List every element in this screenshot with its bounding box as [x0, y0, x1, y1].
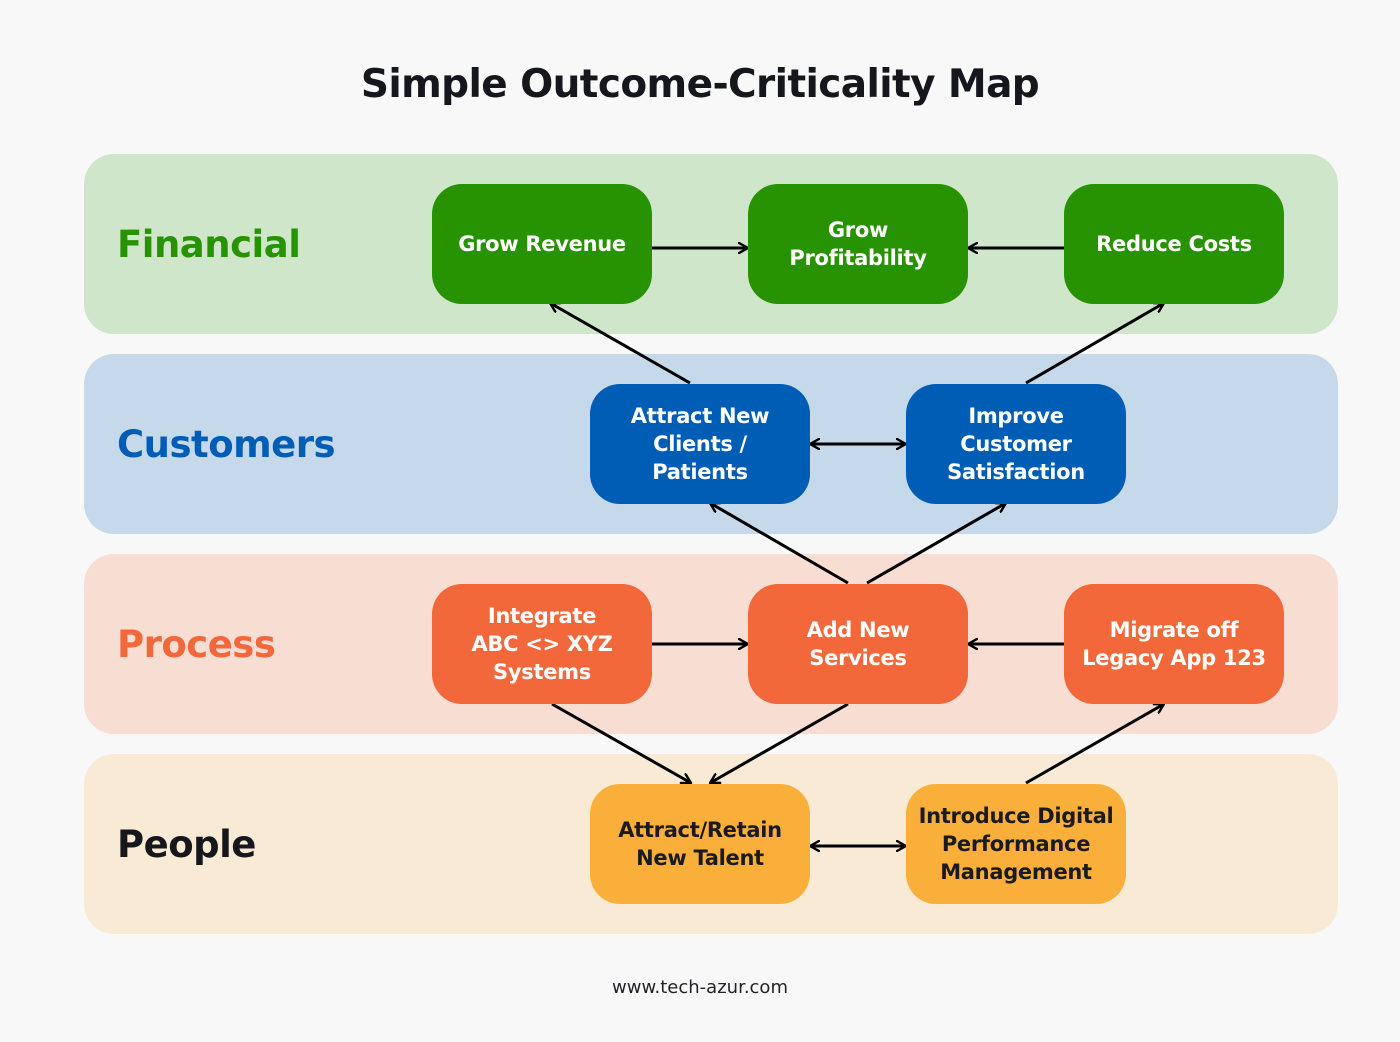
node-label: Attract New Clients / Patients [630, 404, 770, 484]
node-add-new-services: Add New Services [748, 584, 968, 704]
node-integrate-systems: Integrate ABC <> XYZ Systems [432, 584, 652, 704]
footer-website: www.tech-azur.com [612, 977, 788, 998]
node-label: Integrate ABC <> XYZ Systems [471, 604, 613, 684]
node-label: Migrate off Legacy App 123 [1082, 618, 1266, 670]
node-grow-profitability: Grow Profitability [748, 184, 968, 304]
node-migrate-legacy-app: Migrate off Legacy App 123 [1064, 584, 1284, 704]
node-label: Add New Services [806, 618, 910, 670]
node-label: Attract/Retain New Talent [618, 818, 782, 870]
band-label-financial: Financial [117, 223, 301, 266]
node-introduce-digital-pm: Introduce Digital Performance Management [906, 784, 1126, 904]
node-label: Improve Customer Satisfaction [947, 404, 1085, 484]
node-label: Reduce Costs [1096, 232, 1252, 256]
diagram-title: Simple Outcome-Criticality Map [360, 62, 1040, 107]
node-improve-customer-satisfaction: Improve Customer Satisfaction [906, 384, 1126, 504]
node-attract-retain-talent: Attract/Retain New Talent [590, 784, 810, 904]
node-grow-revenue: Grow Revenue [432, 184, 652, 304]
node-label: Grow Profitability [789, 218, 927, 270]
band-label-people: People [117, 823, 256, 866]
node-label: Grow Revenue [458, 232, 626, 256]
band-label-customers: Customers [117, 423, 336, 466]
node-attract-new-clients: Attract New Clients / Patients [590, 384, 810, 504]
band-label-process: Process [117, 623, 276, 666]
node-reduce-costs: Reduce Costs [1064, 184, 1284, 304]
node-label: Introduce Digital Performance Management [918, 804, 1114, 884]
